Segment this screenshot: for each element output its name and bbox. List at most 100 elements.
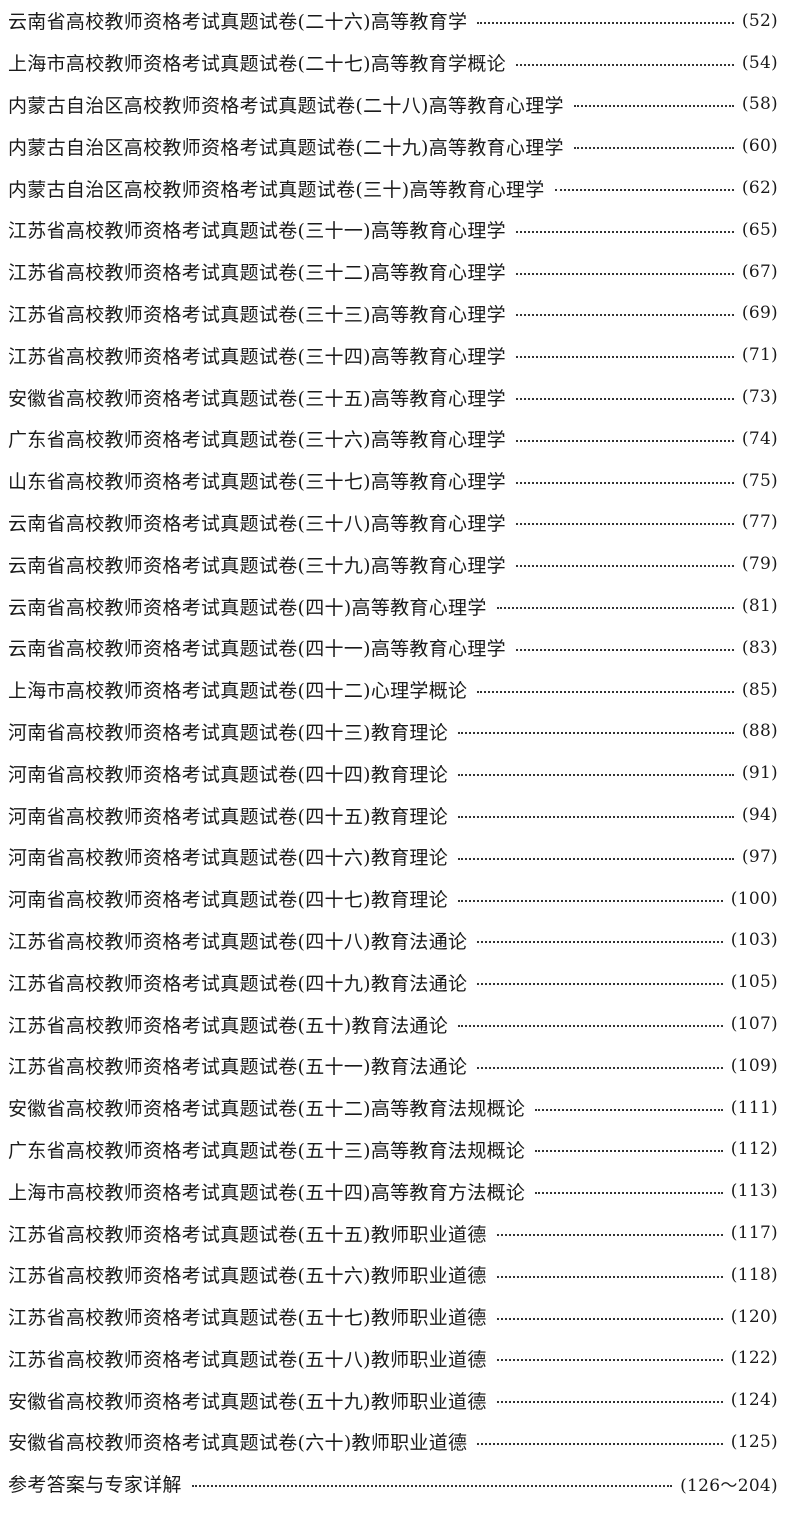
toc-entry-title: 参考答案与专家详解 [8,1474,182,1497]
toc-entry-title: 内蒙古自治区高校教师资格考试真题试卷(二十九)高等教育心理学 [8,136,564,159]
toc-entry: 江苏省高校教师资格考试真题试卷(四十九)教育法通论(105) [8,961,778,1003]
dot-leader [515,272,734,275]
dot-leader [515,648,734,651]
toc-entry: 河南省高校教师资格考试真题试卷(四十三)教育理论 (88) [8,711,778,753]
dot-leader [573,147,734,150]
dot-leader [477,690,734,693]
toc-entry-title: 江苏省高校教师资格考试真题试卷(三十一)高等教育心理学 [8,220,506,243]
toc-entry-title: 河南省高校教师资格考试真题试卷(四十四)教育理论 [8,763,449,786]
toc-entry: 河南省高校教师资格考试真题试卷(四十四)教育理论 (91) [8,752,778,794]
toc-entry-page: (69) [741,303,778,324]
toc-entry: 江苏省高校教师资格考试真题试卷(五十六)教师职业道德(118) [8,1254,778,1296]
toc-entry-title: 江苏省高校教师资格考试真题试卷(五十五)教师职业道德 [8,1223,487,1246]
dot-leader [496,607,734,610]
toc-entry: 河南省高校教师资格考试真题试卷(四十六)教育理论 (97) [8,836,778,878]
toc-entry-page: (111) [730,1097,778,1118]
dot-leader [515,439,734,442]
dot-leader [515,356,734,359]
toc-entry-page: (122) [730,1348,778,1369]
toc-entry: 山东省高校教师资格考试真题试卷(三十七)高等教育心理学 (75) [8,460,778,502]
toc-entry-page: (100) [730,888,778,909]
dot-leader [458,816,734,819]
toc-entry-page: (52) [741,10,778,31]
toc-entry: 江苏省高校教师资格考试真题试卷(三十二)高等教育心理学(67) [8,251,778,293]
dot-leader [477,941,723,944]
toc-entry-title: 江苏省高校教师资格考试真题试卷(三十三)高等教育心理学 [8,303,506,326]
dot-leader [458,899,723,902]
toc-entry-title: 河南省高校教师资格考试真题试卷(四十五)教育理论 [8,805,449,828]
toc-entry-page: (85) [741,679,778,700]
toc-entry-page: (113) [730,1181,778,1202]
dot-leader [515,565,734,568]
toc-entry-page: (74) [741,428,778,449]
toc-entry: 上海市高校教师资格考试真题试卷(五十四)高等教育方法概论 (113) [8,1170,778,1212]
toc-entry-title: 广东省高校教师资格考试真题试卷(三十六)高等教育心理学 [8,429,506,452]
toc-entry: 安徽省高校教师资格考试真题试卷(六十)教师职业道德 (125) [8,1421,778,1463]
toc-entry: 江苏省高校教师资格考试真题试卷(五十一)教育法通论(109) [8,1045,778,1087]
toc-entry: 内蒙古自治区高校教师资格考试真题试卷(三十)高等教育心理学 (62) [8,167,778,209]
toc-entry-title: 上海市高校教师资格考试真题试卷(四十二)心理学概论 [8,680,468,703]
toc-entry: 上海市高校教师资格考试真题试卷(二十七)高等教育学概论(54) [8,42,778,84]
toc-entry-title: 云南省高校教师资格考试真题试卷(四十)高等教育心理学 [8,596,487,619]
toc-entry-page: (60) [741,136,778,157]
toc-entry-title: 云南省高校教师资格考试真题试卷(三十九)高等教育心理学 [8,554,506,577]
toc-entry-title: 河南省高校教师资格考试真题试卷(四十七)教育理论 [8,889,449,912]
toc-entry-title: 广东省高校教师资格考试真题试卷(五十三)高等教育法规概论 [8,1139,526,1162]
toc-entry-title: 河南省高校教师资格考试真题试卷(四十六)教育理论 [8,847,449,870]
toc-entry-page: (120) [730,1306,778,1327]
dot-leader [477,21,734,24]
toc-entry-title: 江苏省高校教师资格考试真题试卷(三十四)高等教育心理学 [8,345,506,368]
toc-entry: 云南省高校教师资格考试真题试卷(三十八)高等教育心理学 (77) [8,502,778,544]
toc-entry-page: (77) [741,512,778,533]
toc-entry-page: (79) [741,554,778,575]
toc-entry-title: 云南省高校教师资格考试真题试卷(三十八)高等教育心理学 [8,512,506,535]
toc-entry-title: 江苏省高校教师资格考试真题试卷(四十九)教育法通论 [8,972,468,995]
toc-entry: 江苏省高校教师资格考试真题试卷(五十五)教师职业道德 (117) [8,1212,778,1254]
toc-entry: 广东省高校教师资格考试真题试卷(五十三)高等教育法规概论(112) [8,1129,778,1171]
toc-entry-title: 山东省高校教师资格考试真题试卷(三十七)高等教育心理学 [8,471,506,494]
toc-entry-page: (81) [741,596,778,617]
toc-entry-title: 江苏省高校教师资格考试真题试卷(五十)教育法通论 [8,1014,449,1037]
dot-leader [535,1108,723,1111]
dot-leader [535,1150,723,1153]
toc-entry-page: (107) [730,1014,778,1035]
toc-entry: 江苏省高校教师资格考试真题试卷(三十一)高等教育心理学(65) [8,209,778,251]
toc-entry-page: (117) [730,1223,778,1243]
toc-entry-page: (62) [741,178,778,199]
toc-entry-title: 江苏省高校教师资格考试真题试卷(五十一)教育法通论 [8,1056,468,1079]
toc-entry-title: 内蒙古自治区高校教师资格考试真题试卷(三十)高等教育心理学 [8,178,545,201]
toc-entry: 江苏省高校教师资格考试真题试卷(四十八)教育法通论(103) [8,920,778,962]
toc-entry: 内蒙古自治区高校教师资格考试真题试卷(二十九)高等教育心理学 (60) [8,125,778,167]
toc-entry-page: (97) [741,846,778,867]
toc-entry-page: (91) [741,763,778,784]
toc-entry-title: 江苏省高校教师资格考试真题试卷(五十七)教师职业道德 [8,1307,487,1330]
toc-entry-title: 上海市高校教师资格考试真题试卷(五十四)高等教育方法概论 [8,1181,526,1204]
toc-entry: 江苏省高校教师资格考试真题试卷(五十七)教师职业道德 (120) [8,1296,778,1338]
dot-leader [477,1442,723,1445]
toc-entry-title: 河南省高校教师资格考试真题试卷(四十三)教育理论 [8,721,449,744]
toc-entry-title: 安徽省高校教师资格考试真题试卷(五十二)高等教育法规概论 [8,1098,526,1121]
toc-entry-title: 安徽省高校教师资格考试真题试卷(五十九)教师职业道德 [8,1390,487,1413]
toc-entry-page: (125) [730,1431,778,1452]
toc-entry: 河南省高校教师资格考试真题试卷(四十五)教育理论(94) [8,794,778,836]
dot-leader [496,1359,723,1362]
dot-leader [515,230,734,233]
toc-entry: 云南省高校教师资格考试真题试卷(二十六)高等教育学(52) [8,0,778,42]
toc-entry: 云南省高校教师资格考试真题试卷(三十九)高等教育心理学 (79) [8,543,778,585]
toc-entry-title: 安徽省高校教师资格考试真题试卷(六十)教师职业道德 [8,1432,468,1455]
toc-entry: 江苏省高校教师资格考试真题试卷(三十四)高等教育心理学(71) [8,334,778,376]
toc-entry: 云南省高校教师资格考试真题试卷(四十一)高等教育心理学(83) [8,627,778,669]
dot-leader [496,1401,723,1404]
toc-entry-title: 江苏省高校教师资格考试真题试卷(五十八)教师职业道德 [8,1348,487,1371]
dot-leader [515,398,734,401]
toc-entry-page: (88) [741,721,778,742]
toc-entry-page: (126～204) [680,1476,778,1497]
toc-entry: 江苏省高校教师资格考试真题试卷(五十)教育法通论 (107) [8,1003,778,1045]
dot-leader [554,189,734,192]
dot-leader [515,523,734,526]
toc-entry-page: (54) [741,52,778,73]
dot-leader [573,105,734,108]
toc-entry-page: (124) [730,1390,778,1411]
toc-entry-page: (75) [741,470,778,491]
dot-leader [458,774,734,777]
